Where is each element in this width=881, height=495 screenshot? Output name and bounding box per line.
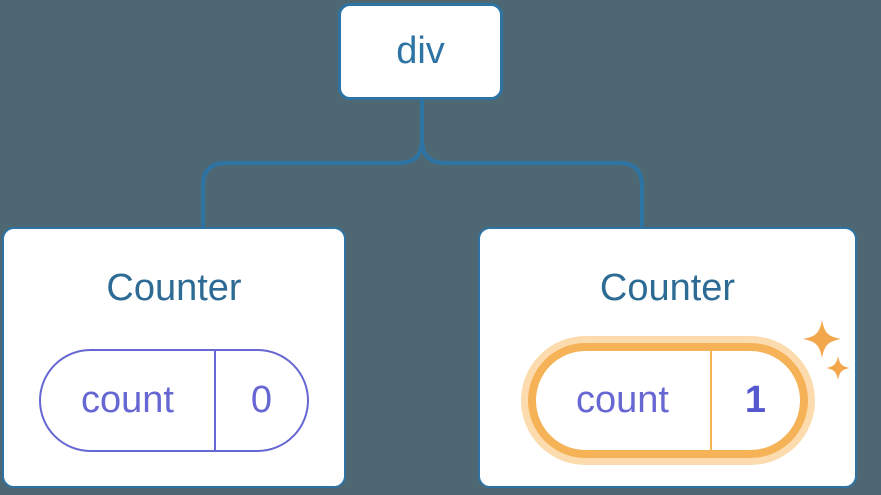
state-pill: count 0 [39, 349, 309, 452]
connector-left-branch [201, 100, 424, 227]
root-node-div: div [338, 3, 503, 100]
pill-divider [709, 351, 712, 450]
root-node-label: div [396, 30, 445, 72]
component-title: Counter [599, 267, 736, 309]
counter-card-left: Counter count 0 [2, 227, 346, 488]
sparkle-small [826, 356, 850, 380]
connector-right-branch [420, 100, 644, 227]
counter-card-right: Counter count 1 [478, 227, 857, 488]
component-title: Counter [106, 267, 242, 309]
sparkles-icon [803, 320, 850, 380]
state-value: 1 [744, 379, 767, 421]
state-key-label: count [576, 379, 669, 421]
state-key-label: count [81, 379, 174, 421]
state-value: 0 [250, 379, 273, 421]
state-pill-highlighted: count 1 [527, 343, 808, 458]
sparkle-large [803, 320, 841, 358]
pill-divider [214, 351, 216, 450]
